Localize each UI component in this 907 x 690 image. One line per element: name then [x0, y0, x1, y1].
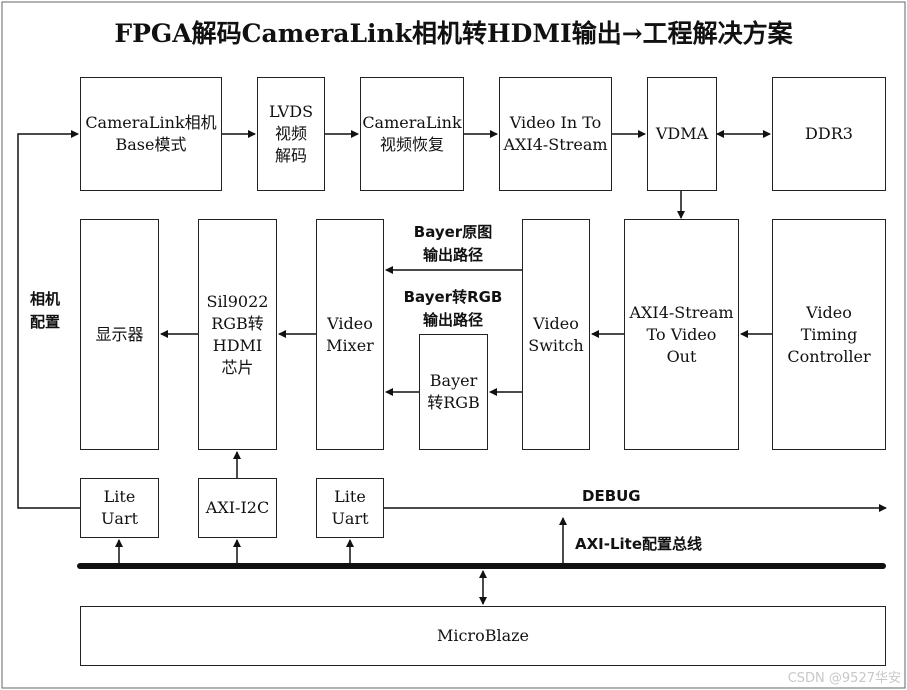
watermark: CSDN @9527华安	[787, 671, 901, 686]
label-bayer-raw-path: Bayer原图 输出路径	[413, 223, 493, 264]
block-video-switch: Video Switch	[522, 219, 590, 450]
block-axi-i2c: AXI-I2C	[198, 478, 277, 538]
label-axi-lite-bus: AXI-Lite配置总线	[575, 535, 703, 553]
block-axi4-stream-to-video-out: AXI4-Stream To Video Out	[624, 219, 739, 450]
block-sil9022: Sil9022 RGB转 HDMI 芯片	[198, 219, 277, 450]
arrow-camera-config-loop	[17, 130, 80, 509]
block-display: 显示器	[80, 219, 159, 450]
block-bayer-to-rgb: Bayer 转RGB	[419, 334, 488, 450]
block-lite-uart-2: Lite Uart	[316, 478, 384, 538]
diagram-title: FPGA解码CameraLink相机转HDMI输出→工程解决方案	[114, 19, 793, 48]
block-ddr3: DDR3	[772, 77, 886, 191]
block-video-mixer: Video Mixer	[316, 219, 384, 450]
block-cameralink-recover: CameraLink 视频恢复	[360, 77, 464, 191]
block-microblaze: MicroBlaze	[80, 606, 886, 666]
label-camera-config: 相机 配置	[29, 290, 60, 331]
block-vdma: VDMA	[647, 77, 717, 191]
label-bayer-rgb-path: Bayer转RGB 输出路径	[403, 288, 503, 329]
block-video-in-axi4: Video In To AXI4-Stream	[499, 77, 612, 191]
label-debug: DEBUG	[582, 487, 641, 505]
block-lvds-decode: LVDS 视频 解码	[257, 77, 325, 191]
block-video-timing-controller: Video Timing Controller	[772, 219, 886, 450]
block-lite-uart-1: Lite Uart	[80, 478, 159, 538]
block-cameralink-base: CameraLink相机 Base模式	[80, 77, 222, 191]
